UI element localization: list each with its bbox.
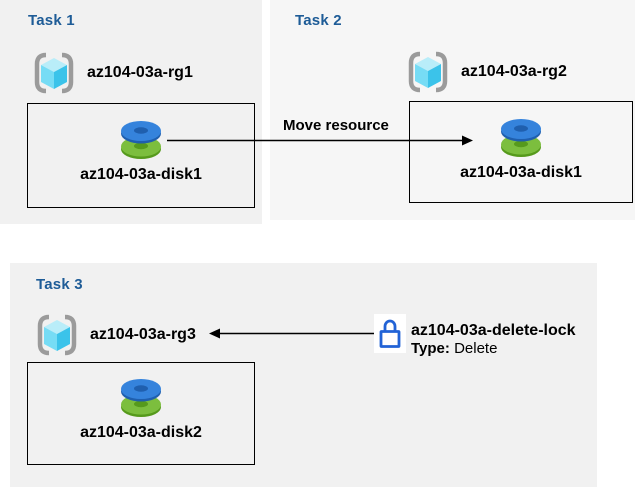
delete-lock-chip bbox=[374, 314, 406, 353]
delete-lock-text: az104-03a-delete-lock Type: Delete bbox=[411, 322, 576, 358]
task2-panel: Task 2 az104-03a-rg2 az104-03a-disk1 bbox=[270, 0, 635, 220]
task3-disk-label: az104-03a-disk2 bbox=[80, 424, 202, 441]
disk-icon bbox=[121, 379, 161, 417]
disk-icon bbox=[121, 121, 161, 159]
task1-title: Task 1 bbox=[28, 12, 75, 29]
task3-resource-group-label: az104-03a-rg3 bbox=[90, 326, 196, 343]
task3-resource-group-row: az104-03a-rg3 bbox=[35, 313, 196, 357]
task2-resource-box: az104-03a-disk1 bbox=[409, 101, 633, 203]
disk-icon bbox=[501, 119, 541, 157]
task1-resource-group-label: az104-03a-rg1 bbox=[87, 64, 193, 81]
lock-type-label: Type: bbox=[411, 340, 450, 357]
move-resource-arrow bbox=[167, 135, 473, 146]
task2-disk-label: az104-03a-disk1 bbox=[460, 164, 582, 181]
delete-lock-type: Type: Delete bbox=[411, 340, 576, 358]
task3-title: Task 3 bbox=[36, 276, 83, 293]
lock-arrow bbox=[209, 328, 375, 339]
task1-disk-label: az104-03a-disk1 bbox=[80, 166, 202, 183]
task1-panel: Task 1 az104-03a-rg1 az104-03a-disk1 bbox=[0, 0, 262, 224]
resource-group-icon bbox=[408, 51, 448, 93]
delete-lock-name: az104-03a-delete-lock bbox=[411, 322, 576, 339]
resource-group-icon bbox=[34, 52, 74, 94]
task2-resource-group-row: az104-03a-rg2 bbox=[406, 50, 567, 94]
task1-resource-group-row: az104-03a-rg1 bbox=[32, 51, 193, 95]
lock-icon bbox=[379, 319, 401, 348]
move-resource-label: Move resource bbox=[283, 117, 389, 134]
task2-resource-group-label: az104-03a-rg2 bbox=[461, 63, 567, 80]
task2-title: Task 2 bbox=[295, 12, 342, 29]
resource-group-icon bbox=[37, 314, 77, 356]
task1-resource-box: az104-03a-disk1 bbox=[27, 103, 255, 208]
task3-panel: Task 3 az104-03a-rg3 az104-03a-disk2 bbox=[10, 263, 597, 487]
lock-type-value: Delete bbox=[449, 340, 498, 357]
task3-resource-box: az104-03a-disk2 bbox=[27, 362, 255, 465]
